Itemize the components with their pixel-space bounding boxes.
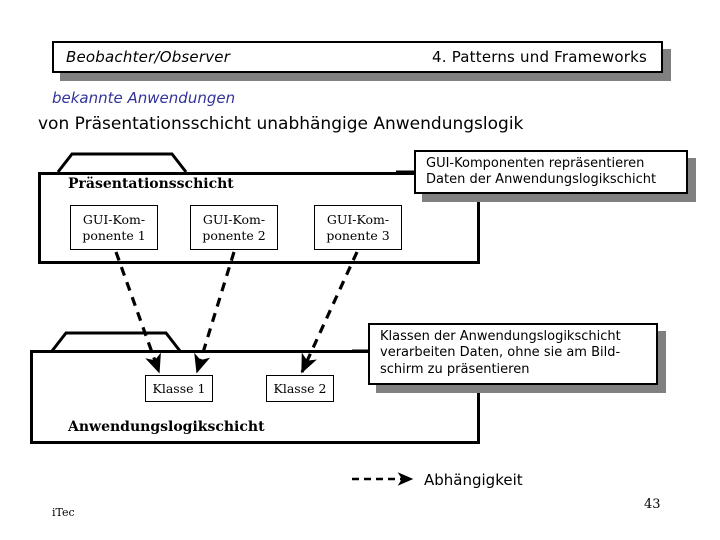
gui-component-3-box[interactable]: GUI-Kom- ponente 3: [314, 205, 402, 250]
gui-component-2-box[interactable]: GUI-Kom- ponente 2: [190, 205, 278, 250]
gui-component-3-line1: GUI-Kom-: [326, 211, 390, 227]
klasse-2-label: Klasse 2: [273, 380, 327, 396]
gui-component-3-line2: ponente 3: [326, 227, 390, 243]
klasse-2-box[interactable]: Klasse 2: [266, 375, 334, 402]
gui-component-1-line2: ponente 1: [82, 227, 146, 243]
page-title: von Präsentationsschicht unabhängige Anw…: [38, 114, 524, 134]
gui-component-1-line1: GUI-Kom-: [82, 211, 146, 227]
note-logic-line-3: schirm zu präsentieren: [380, 361, 530, 377]
package-presentation-label: Präsentationsschicht: [68, 176, 234, 192]
gui-component-1-box[interactable]: GUI-Kom- ponente 1: [70, 205, 158, 250]
heading-known-applications: bekannte Anwendungen: [52, 89, 236, 107]
note-gui-line-2: Daten der Anwendungslogikschicht: [426, 172, 657, 188]
footer-brand: iTec: [52, 506, 75, 519]
slide-title-right: 4. Patterns und Frameworks: [432, 48, 647, 66]
gui-component-2-line1: GUI-Kom-: [202, 211, 266, 227]
note-logic-line-1: Klassen der Anwendungslogikschicht: [380, 329, 621, 344]
slide-title-left: Beobachter/Observer: [66, 48, 231, 66]
package-tab-logic: [50, 331, 182, 352]
note-gui-components: GUI-Komponenten repräsentieren Daten der…: [414, 150, 688, 194]
gui-component-2-line2: ponente 2: [202, 227, 266, 243]
note-gui-line-1: GUI-Komponenten repräsentieren: [426, 156, 645, 171]
note-logic-classes: Klassen der Anwendungslogikschicht verar…: [368, 323, 658, 385]
package-tab-presentation: [56, 152, 188, 173]
klasse-1-box[interactable]: Klasse 1: [145, 375, 213, 402]
package-application-logic-label: Anwendungslogikschicht: [68, 419, 265, 435]
footer-page-number: 43: [644, 497, 661, 512]
legend-dependency-label: Abhängigkeit: [424, 471, 523, 489]
title-bar: Beobachter/Observer 4. Patterns und Fram…: [52, 41, 663, 73]
klasse-1-label: Klasse 1: [152, 380, 206, 396]
note-logic-line-2: verarbeiten Daten, ohne sie am Bild-: [380, 345, 621, 361]
